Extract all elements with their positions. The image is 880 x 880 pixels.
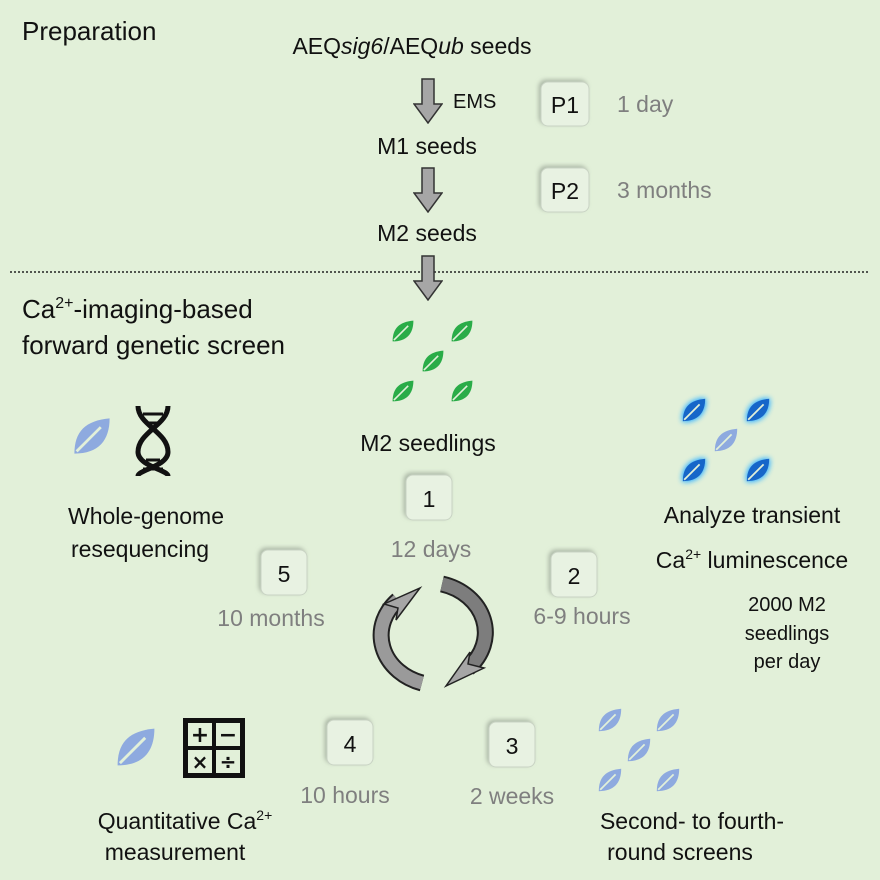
m2-seeds: M2 seeds [377,220,477,246]
mutagen-label: EMS [453,91,496,113]
leaf-icon [745,457,771,483]
rate-line1: 2000 M2 [748,594,826,616]
svg-text:+: + [191,723,209,748]
leaf-icon [391,379,415,403]
leaf-icon [681,397,707,423]
step-1: 1 12 days [391,474,472,562]
step-p2: P2 3 months [540,167,712,213]
quant-line1: Quantitative Ca2+ [98,807,273,834]
step-duration: 6-9 hours [533,603,630,629]
screen-title-line2: forward genetic screen [22,330,285,360]
rescreen-line1: Second- to fourth- [600,808,784,834]
starting-seeds: AEQsig6/AEQub seeds [292,33,531,59]
step-3: 3 2 weeks [470,721,554,809]
step-duration: 1 day [617,91,674,117]
down-arrow-icon [413,78,443,124]
leaf-icon [597,707,623,733]
step-label: 4 [344,731,357,757]
rate-line2: seedlings [745,623,830,645]
down-arrow-icon [413,255,443,301]
quant-line2: measurement [105,839,246,865]
step-label: P1 [551,92,579,118]
step-label: 5 [278,561,291,587]
svg-text:−: − [219,723,237,748]
step-duration: 12 days [391,536,472,562]
step-4: 4 10 hours [300,719,390,808]
leaf-icon [681,457,707,483]
step-5: 5 10 months [217,549,325,631]
rate-line3: per day [754,651,821,673]
preparation-title: Preparation [22,16,156,46]
screen-title-line1: Ca2+-imaging-based [22,294,253,324]
wgs-line2: resequencing [71,536,209,562]
leaf-icon [626,737,652,763]
svg-text:÷: ÷ [220,750,237,774]
leaf-icon [73,417,111,455]
leaf-icon [655,707,681,733]
leaf-icon [597,767,623,793]
rescreen-seedlings [597,707,681,793]
leaf-icon [391,319,415,343]
leaf-icon [421,349,445,373]
rescreen-line2: round screens [607,839,753,865]
step-duration: 2 weeks [470,783,554,809]
leaf-icon [450,379,474,403]
leaf-icon [745,397,771,423]
m2-seedlings-label: M2 seedlings [360,430,496,456]
step-label: 3 [506,733,519,759]
step-label: 2 [568,563,581,589]
step-2: 2 6-9 hours [533,551,631,629]
step-duration: 10 months [217,605,324,631]
m1-seeds: M1 seeds [377,133,477,159]
analyze-line2: Ca2+ luminescence [656,546,848,573]
leaf-icon [450,319,474,343]
step-duration: 3 months [617,177,712,203]
cycle-arrows-icon [372,575,494,692]
leaf-icon [655,767,681,793]
green-seedlings [391,319,474,403]
wgs-line1: Whole-genome [68,503,224,529]
leaf-icon [116,727,156,767]
step-label: 1 [423,486,436,512]
calculator-icon: + − × ÷ [183,718,245,778]
step-label: P2 [551,178,579,204]
svg-text:×: × [192,750,209,774]
dna-icon [135,405,171,478]
analyze-line1: Analyze transient [664,502,841,528]
leaf-icon [713,427,739,453]
down-arrow-icon [413,167,443,213]
step-p1: P1 1 day [540,81,674,127]
step-duration: 10 hours [300,782,390,808]
